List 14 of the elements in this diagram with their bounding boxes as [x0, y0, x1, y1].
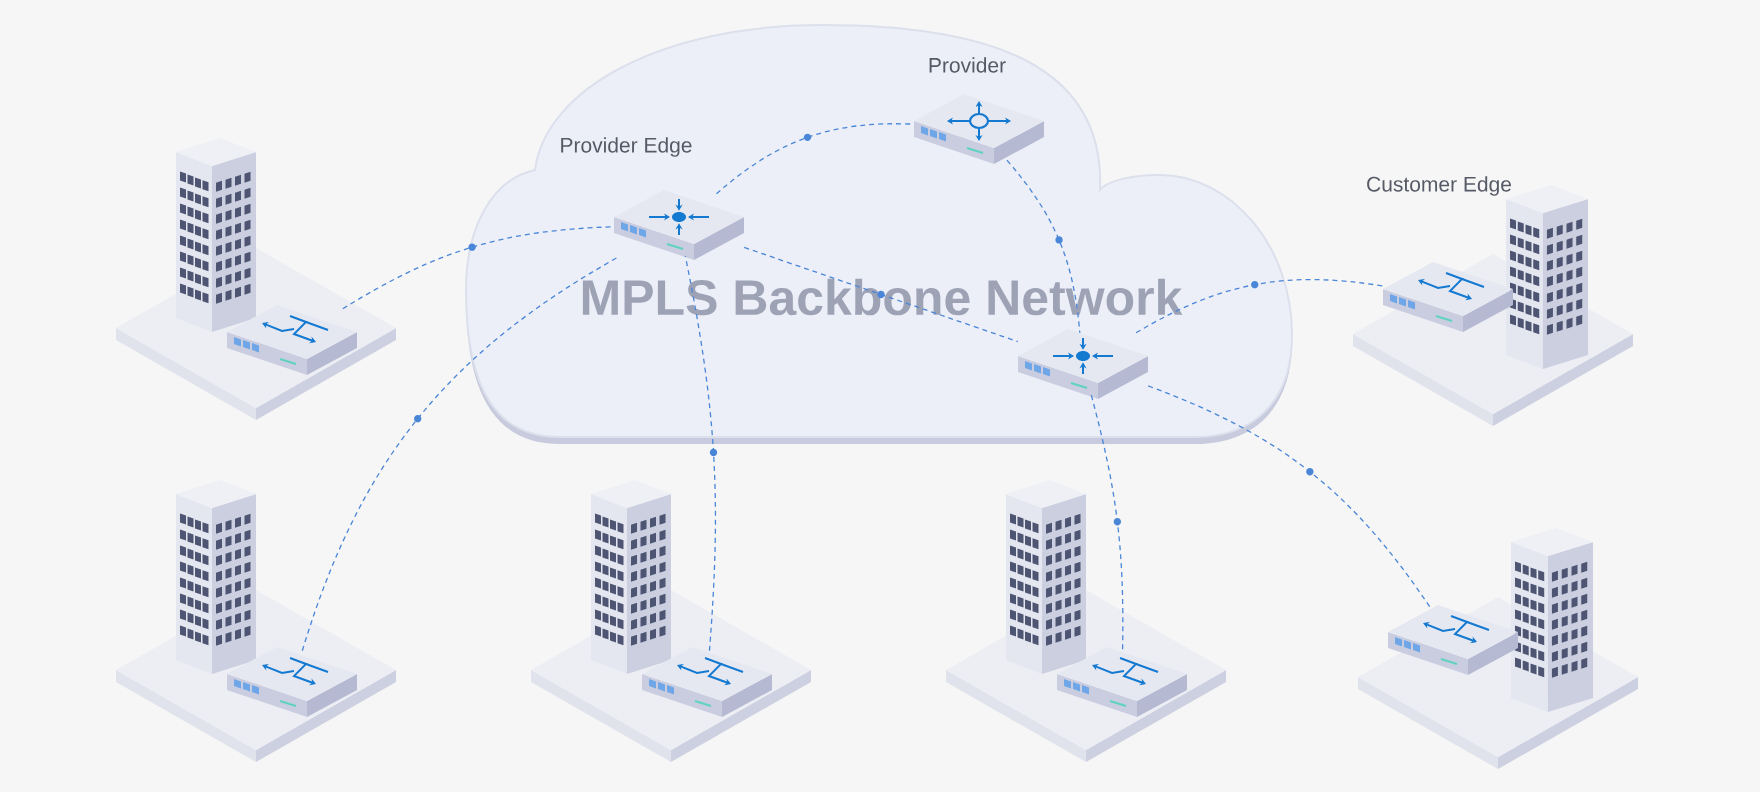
device-label: Customer Edge — [1367, 176, 1511, 196]
router-drawing — [1018, 329, 1148, 399]
device-label: Provider Edge — [561, 137, 692, 157]
site-drawing — [946, 480, 1226, 762]
dashed-link — [1090, 394, 1124, 652]
site-drawing — [1358, 528, 1639, 769]
dashed-link — [684, 255, 718, 652]
site-drawing — [116, 138, 396, 420]
dashed-link — [743, 246, 1019, 343]
device-label: Provider — [929, 57, 1006, 73]
site-drawing — [116, 480, 396, 762]
dashed-link — [1135, 278, 1384, 334]
dashed-link — [1147, 385, 1432, 610]
site-drawing — [531, 480, 811, 762]
